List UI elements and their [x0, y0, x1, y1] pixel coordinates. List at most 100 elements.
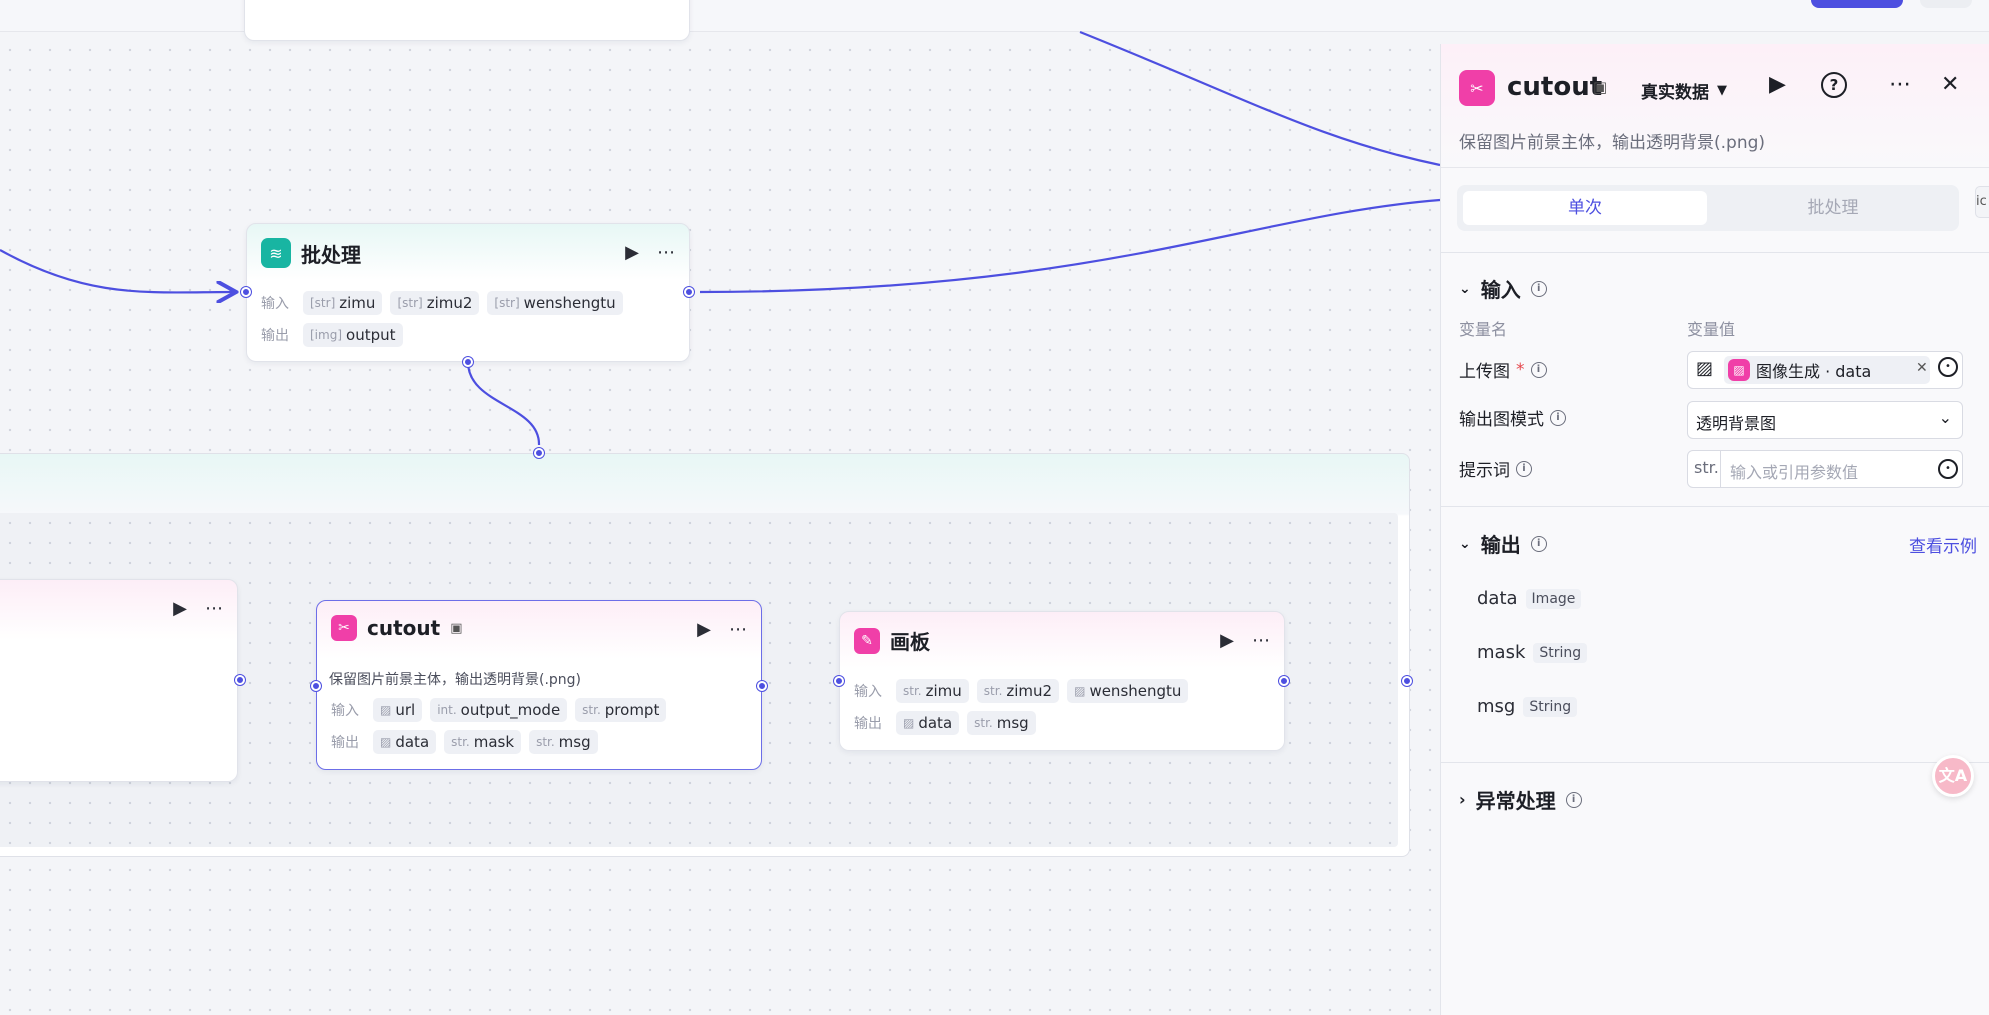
batch-out-port[interactable]: [684, 287, 694, 297]
chevron-down-icon: ⌄: [1459, 280, 1471, 297]
sandbox-icon: ▣: [1593, 78, 1608, 96]
image-gen-icon: ▨: [1728, 359, 1750, 381]
run-icon[interactable]: ▶: [625, 242, 639, 263]
output-tag: [img]output: [303, 323, 403, 347]
batch-node-title: 批处理: [301, 242, 361, 267]
help-icon[interactable]: ?: [1821, 72, 1847, 98]
caret-down-icon: ▼: [1717, 83, 1727, 98]
canvas-icon: ✎: [854, 627, 880, 654]
layers-icon: ≋: [261, 238, 291, 268]
cutout-out-port[interactable]: [757, 681, 767, 691]
canvas-node-title: 画板: [890, 630, 930, 654]
param-upload: 上传图* i: [1459, 357, 1547, 382]
cutout-node-title: cutout: [367, 616, 441, 640]
param-label: 上传图: [1459, 362, 1510, 382]
exception-section-title: 异常处理: [1475, 789, 1556, 813]
cutout-inputs-row: 输入 ▨url int.output_mode str.prompt: [331, 698, 667, 722]
input-section-header[interactable]: ⌄ 输入 i: [1459, 274, 1547, 303]
more-icon[interactable]: ⋯: [1889, 72, 1911, 97]
edge-batch-to-group: [466, 361, 541, 446]
upload-field[interactable]: ▨ ▨ 图像生成 · data ✕ •: [1687, 351, 1963, 389]
panel-header: ✂ cutout ▣ 真实数据 ▼ ▶ ? ⋯ ✕ 保留图片前景主体，输出透明背…: [1441, 44, 1989, 168]
more-icon[interactable]: ⋯: [205, 598, 223, 619]
group-top-port[interactable]: [534, 448, 544, 458]
tab-batch[interactable]: 批处理: [1807, 198, 1859, 218]
run-button[interactable]: [1811, 0, 1903, 8]
tab-single[interactable]: 单次: [1463, 191, 1707, 225]
prompt-input[interactable]: str. 输入或引用参数值 •: [1687, 450, 1963, 488]
edge-left-to-batch: [0, 249, 234, 292]
input-tag: int.output_mode: [430, 698, 568, 722]
run-icon[interactable]: ▶: [1769, 72, 1786, 97]
canvas-inputs-row: 输入 str.zimu str.zimu2 ▨wenshengtu: [854, 679, 1189, 703]
info-icon: i: [1516, 460, 1532, 477]
cutout-in-port[interactable]: [311, 681, 321, 691]
image-icon: ▨: [380, 735, 392, 749]
divider: [1441, 762, 1989, 763]
input-tag: [str]zimu2: [390, 291, 480, 315]
input-label: 输入: [854, 684, 882, 700]
more-icon[interactable]: ⋯: [657, 242, 675, 263]
image-icon: ▨: [1696, 358, 1714, 379]
secondary-button[interactable]: [1920, 0, 1972, 8]
cutout-node[interactable]: ✂ cutout ▣ ▶ ⋯ 保留图片前景主体，输出透明背景(.png) 输入 …: [316, 600, 762, 770]
chevron-down-icon: ⌄: [1938, 408, 1952, 427]
variable-ref-icon[interactable]: •: [1938, 357, 1958, 377]
translate-icon[interactable]: 文A: [1932, 755, 1974, 797]
param-label: 输出图模式: [1459, 410, 1544, 430]
left-node[interactable]: ▶ ⋯: [0, 579, 238, 782]
edge-top-to-panel: [1079, 30, 1441, 167]
output-tag: str.msg: [529, 730, 598, 754]
output-section-header[interactable]: ⌄ 输出 i: [1459, 529, 1547, 558]
panel-description: 保留图片前景主体，输出透明背景(.png): [1459, 133, 1766, 153]
clear-icon[interactable]: ✕: [1916, 360, 1928, 376]
run-mode-tabs: 单次 批处理: [1457, 185, 1959, 231]
output-label: 输出: [331, 735, 359, 751]
group-end-port[interactable]: [1402, 676, 1412, 686]
close-icon[interactable]: ✕: [1941, 72, 1960, 97]
batch-bottom-port[interactable]: [463, 357, 473, 367]
cutout-node-description: 保留图片前景主体，输出透明背景(.png): [329, 672, 582, 688]
more-icon[interactable]: ⋯: [1252, 630, 1270, 651]
input-tag: ▨wenshengtu: [1067, 679, 1189, 703]
divider: [1441, 506, 1989, 507]
info-icon: i: [1530, 361, 1547, 378]
output-mode-select[interactable]: 透明背景图 ⌄: [1687, 401, 1963, 439]
output-tag: ▨data: [896, 711, 960, 735]
left-node-out-port[interactable]: [235, 675, 245, 685]
node-settings-panel: ✂ cutout ▣ 真实数据 ▼ ▶ ? ⋯ ✕ 保留图片前景主体，输出透明背…: [1440, 44, 1989, 1015]
output-tag: str.mask: [444, 730, 522, 754]
input-tag: str.prompt: [575, 698, 667, 722]
cutout-icon: ✂: [331, 615, 357, 641]
variable-ref-icon[interactable]: •: [1938, 459, 1958, 479]
param-output-mode: 输出图模式 i: [1459, 405, 1566, 430]
batch-in-port[interactable]: [241, 287, 251, 297]
reference-chip[interactable]: ▨ 图像生成 · data: [1724, 356, 1930, 384]
edge-batch-to-panel: [699, 198, 1441, 294]
data-mode-label: 真实数据: [1641, 83, 1709, 103]
cutout-icon: ✂: [1459, 70, 1495, 106]
image-icon: ▨: [903, 716, 915, 730]
side-tab[interactable]: ic: [1975, 186, 1989, 218]
input-tag: str.zimu2: [976, 679, 1060, 703]
upstream-node[interactable]: [244, 0, 690, 41]
output-tag: str.msg: [967, 711, 1036, 735]
more-icon[interactable]: ⋯: [729, 619, 747, 640]
batch-node[interactable]: ≋ 批处理 ▶ ⋯ 输入 [str]zimu [str]zimu2 [str]w…: [246, 223, 690, 362]
input-tag: str.zimu: [896, 679, 969, 703]
canvas-node[interactable]: ✎ 画板 ▶ ⋯ 输入 str.zimu str.zimu2 ▨wensheng…: [839, 611, 1285, 751]
input-label: 输入: [261, 296, 289, 312]
run-icon[interactable]: ▶: [697, 619, 711, 640]
data-mode-select[interactable]: 真实数据 ▼: [1641, 78, 1727, 103]
view-example-link[interactable]: 查看示例: [1909, 537, 1977, 557]
run-icon[interactable]: ▶: [173, 598, 187, 619]
canvas-outputs-row: 输出 ▨data str.msg: [854, 711, 1036, 735]
run-icon[interactable]: ▶: [1220, 630, 1234, 651]
canvas-in-port[interactable]: [834, 676, 844, 686]
input-tag: [str]zimu: [303, 291, 383, 315]
canvas-out-port[interactable]: [1279, 676, 1289, 686]
exception-section-header[interactable]: › 异常处理 i: [1459, 785, 1582, 814]
sandbox-icon: ▣: [450, 620, 463, 636]
image-icon: ▨: [380, 703, 392, 717]
